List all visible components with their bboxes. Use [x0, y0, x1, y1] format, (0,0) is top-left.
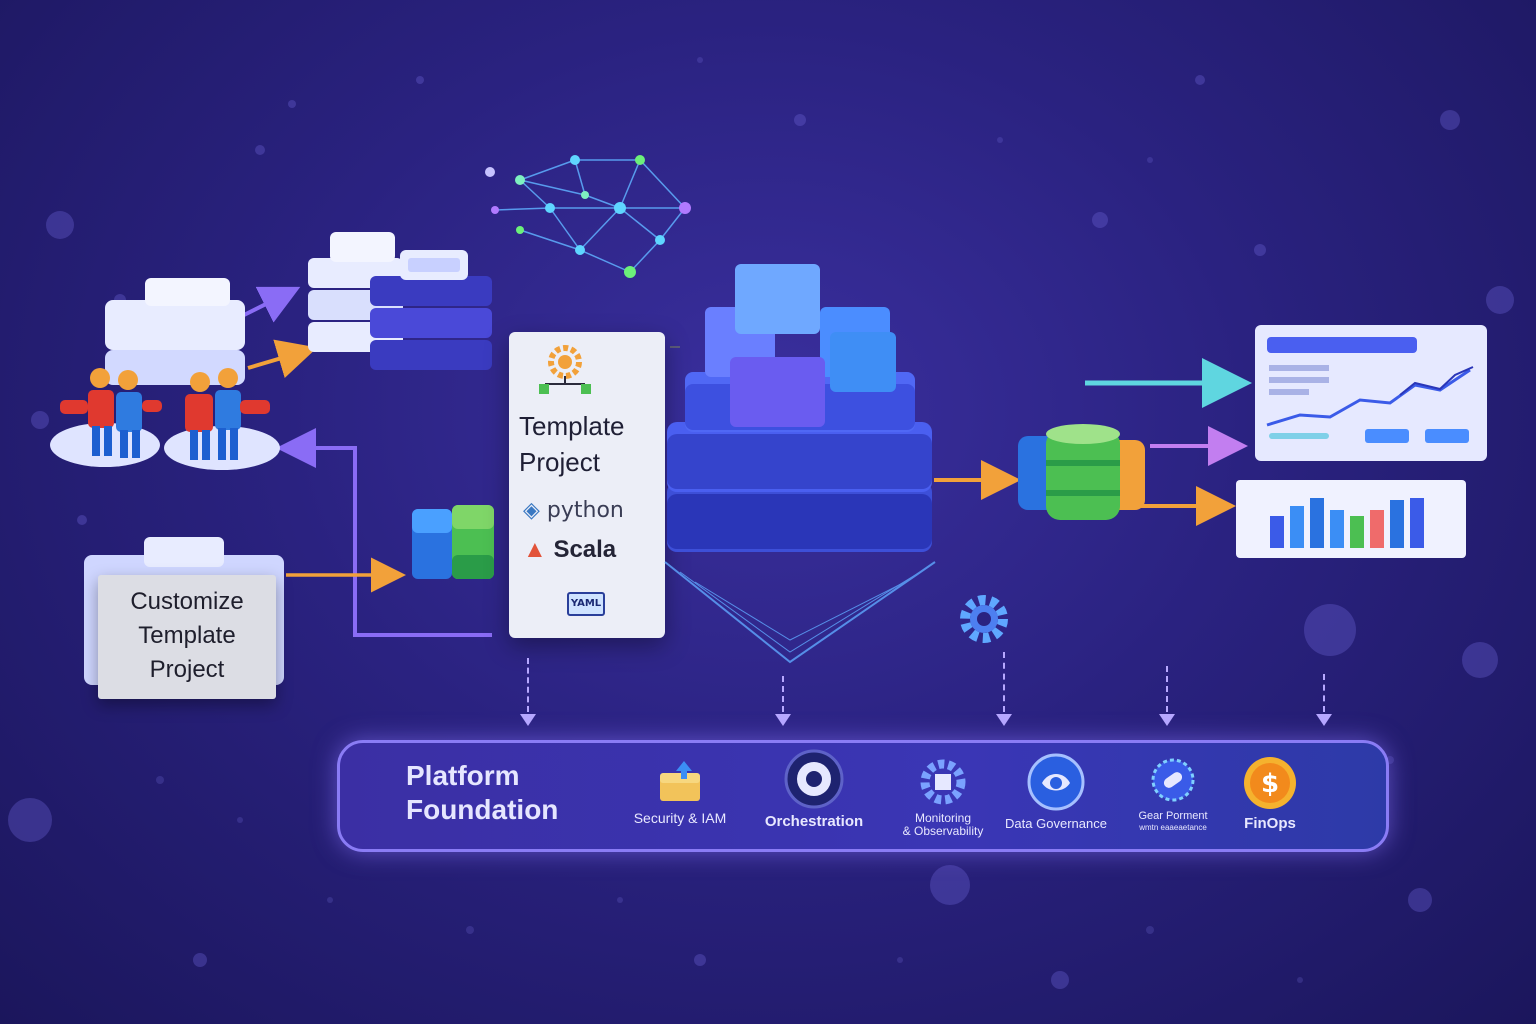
scala-label: ▲ Scala [523, 536, 616, 564]
database-cylinders [1016, 420, 1148, 525]
customize-card-text: Customize Template Project [98, 585, 276, 687]
connector-line [782, 676, 784, 712]
python-icon: ◈ [523, 498, 540, 523]
central-platform-stack [655, 262, 945, 677]
security-iam-item[interactable]: Security & IAM [625, 759, 735, 826]
gear-porment-item[interactable]: Gear Porment wmtn eaaeaetance [1118, 755, 1228, 834]
platform-foundation-bar: Platform Foundation Security & IAM Orche… [337, 740, 1389, 852]
server-rack-group [300, 228, 500, 388]
data-governance-item[interactable]: Data Governance [1000, 753, 1112, 832]
finops-item[interactable]: $ FinOps [1228, 755, 1312, 832]
gear-icon [1145, 755, 1201, 805]
gitlab-icon: ▲ [523, 536, 547, 563]
finops-label: FinOps [1228, 816, 1312, 832]
gear-porment-label: Gear Porment wmtn eaaeaetance [1118, 810, 1228, 834]
orchestration-icon [781, 749, 847, 809]
data-block-stack [408, 495, 498, 587]
monitoring-observability-item[interactable]: Monitoring & Observability [888, 757, 998, 838]
svg-text:$: $ [1261, 769, 1279, 799]
python-label: ◈ python [523, 498, 624, 523]
settings-gear-icon [955, 590, 1013, 648]
template-project-title: Template Project [519, 408, 659, 480]
orchestration-label: Orchestration [752, 814, 876, 830]
yaml-file-icon: YAML [567, 592, 605, 616]
connector-arrowhead [1159, 714, 1175, 726]
data-governance-icon [1026, 753, 1086, 811]
connector-line [1003, 652, 1005, 712]
connector-line [527, 658, 529, 712]
data-governance-label: Data Governance [1000, 816, 1112, 832]
connector-line [1166, 666, 1168, 712]
connector-arrowhead [996, 714, 1012, 726]
monitoring-icon [916, 757, 970, 807]
team-server-cluster [50, 270, 290, 485]
connector-line [1323, 674, 1325, 712]
monitoring-label: Monitoring & Observability [888, 812, 998, 838]
customize-template-project-card[interactable]: Customize Template Project [98, 575, 276, 699]
connector-arrowhead [520, 714, 536, 726]
analytics-dashboard-panel [1255, 325, 1487, 461]
security-iam-label: Security & IAM [625, 810, 735, 826]
dollar-icon: $ [1242, 755, 1298, 811]
connector-arrowhead [775, 714, 791, 726]
bar-chart-panel [1236, 480, 1466, 558]
platform-foundation-title: Platform Foundation [406, 759, 558, 827]
connector-arrowhead [1316, 714, 1332, 726]
security-icon [654, 759, 706, 805]
template-project-card[interactable]: Template Project ◈ python ▲ Scala YAML [509, 332, 665, 638]
orchestration-item[interactable]: Orchestration [752, 749, 876, 830]
workflow-gear-icon [537, 342, 593, 400]
